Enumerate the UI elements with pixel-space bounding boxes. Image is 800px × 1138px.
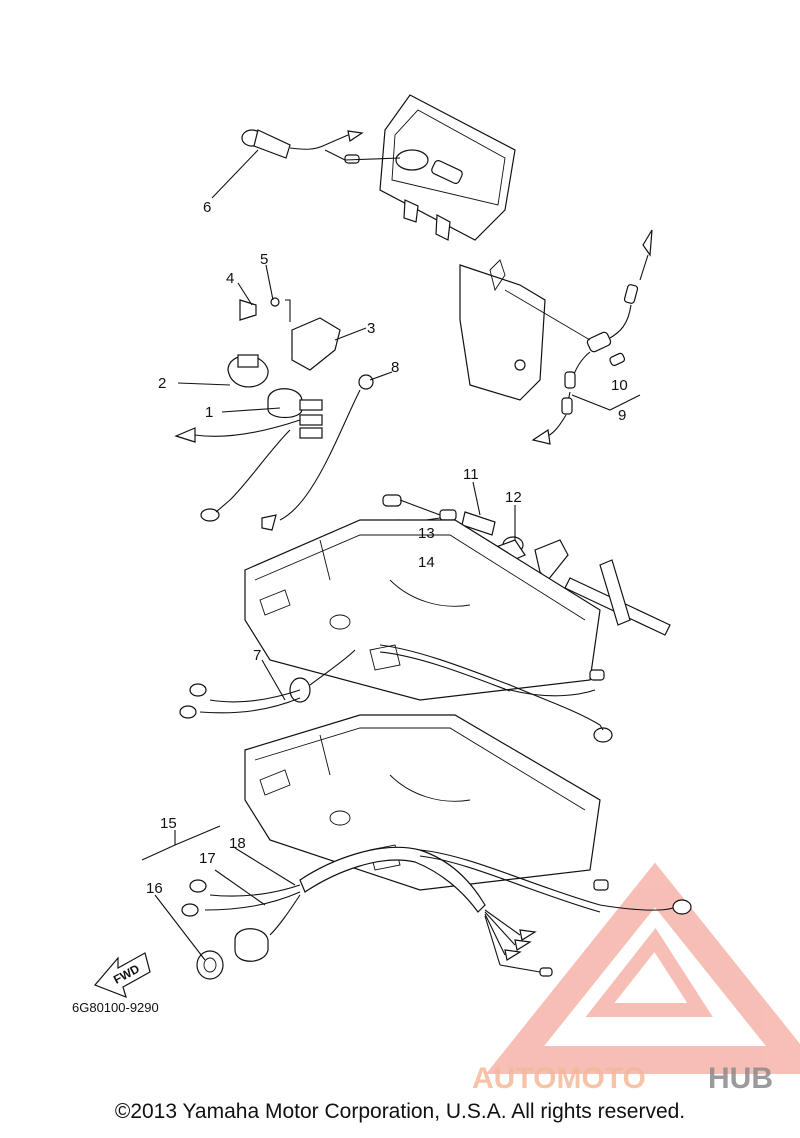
watermark-text-hub: HUB [708, 1062, 773, 1095]
diagram-code: 6G80100-9290 [72, 1000, 159, 1015]
wire-harness-7 [179, 644, 613, 743]
callout-2: 2 [158, 375, 166, 392]
lever-rod [534, 539, 671, 636]
callout-18: 18 [229, 835, 246, 852]
callout-13: 13 [418, 525, 435, 542]
callout-5: 5 [260, 251, 268, 268]
callout-16: 16 [146, 880, 163, 897]
callout-17: 17 [199, 850, 216, 867]
callout-3: 3 [367, 320, 375, 337]
callout-15: 15 [160, 815, 177, 832]
fwd-arrow-icon: FWD [93, 952, 151, 999]
relay-cluster [174, 297, 374, 531]
callout-11: 11 [463, 466, 479, 483]
callout-10: 10 [611, 377, 628, 394]
callout-6: 6 [203, 199, 211, 216]
callout-8: 8 [391, 359, 399, 376]
bracket-cover [459, 259, 546, 401]
switch-part-6 [241, 129, 401, 164]
wire-harness-9 [504, 229, 653, 445]
lower-tray [244, 714, 601, 891]
callout-14: 14 [418, 554, 435, 571]
upper-tray [244, 519, 601, 701]
copyright-notice: ©2013 Yamaha Motor Corporation, U.S.A. A… [114, 1100, 686, 1123]
watermark-text-main: AUTOMOTO [472, 1062, 646, 1095]
callout-4: 4 [226, 270, 234, 287]
callout-7: 7 [253, 647, 261, 664]
callout-1: 1 [205, 404, 213, 421]
callout-9: 9 [618, 407, 626, 424]
watermark-logo-icon [485, 862, 800, 1074]
control-box [379, 94, 516, 241]
callout-12: 12 [505, 489, 522, 506]
